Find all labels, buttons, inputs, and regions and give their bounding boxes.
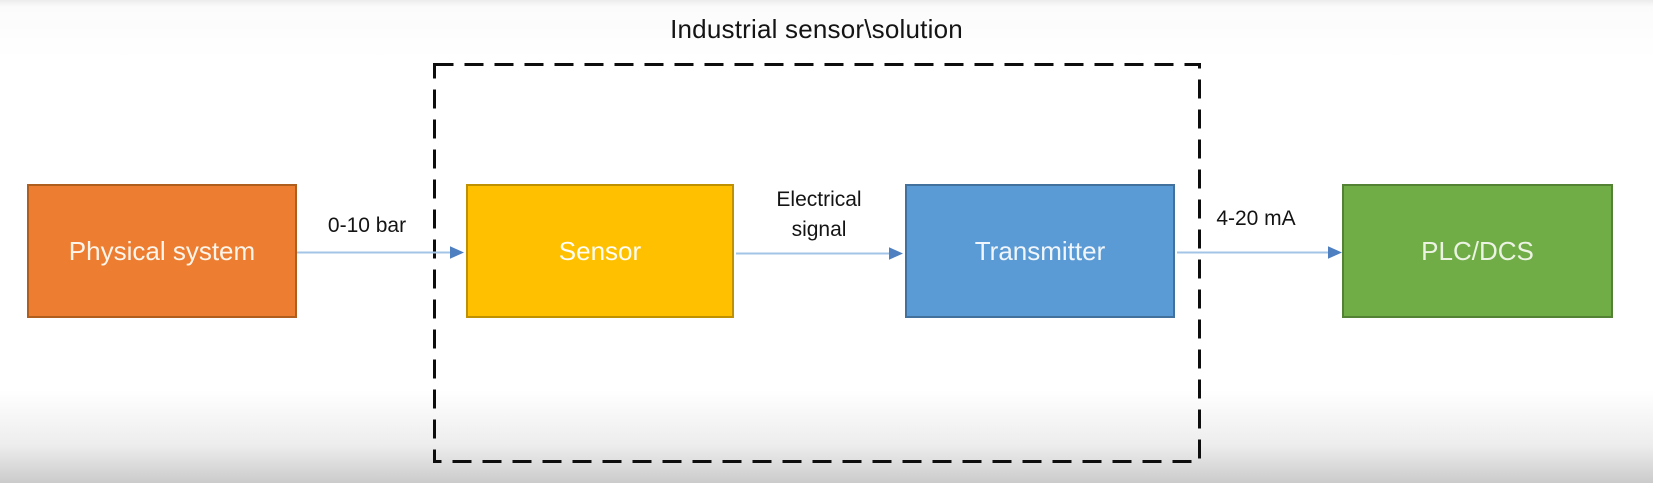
diagram-title: Industrial sensor\solution [670, 14, 963, 44]
node-physical-system: Physical system [27, 184, 297, 318]
connector-arrow-physical-to-sensor [297, 246, 464, 259]
connector-arrow-sensor-to-transmitter [736, 247, 903, 260]
connector-label-4-20-ma: 4-20 mA [1216, 207, 1296, 230]
industrial-sensor-boundary-box [433, 63, 1201, 463]
node-plc-dcs: PLC/DCS [1342, 184, 1613, 318]
connector-arrow-transmitter-to-plc [1177, 246, 1342, 259]
node-plc-dcs-label: PLC/DCS [1421, 235, 1534, 266]
node-physical-system-label: Physical system [68, 235, 256, 266]
node-transmitter: Transmitter [905, 184, 1175, 318]
node-sensor-label: Sensor [558, 235, 642, 266]
connector-label-electrical-signal: Electrical signal [776, 188, 862, 241]
node-sensor: Sensor [466, 184, 734, 318]
connector-label-0-10-bar: 0-10 bar [327, 214, 407, 237]
node-transmitter-label: Transmitter [974, 235, 1106, 266]
